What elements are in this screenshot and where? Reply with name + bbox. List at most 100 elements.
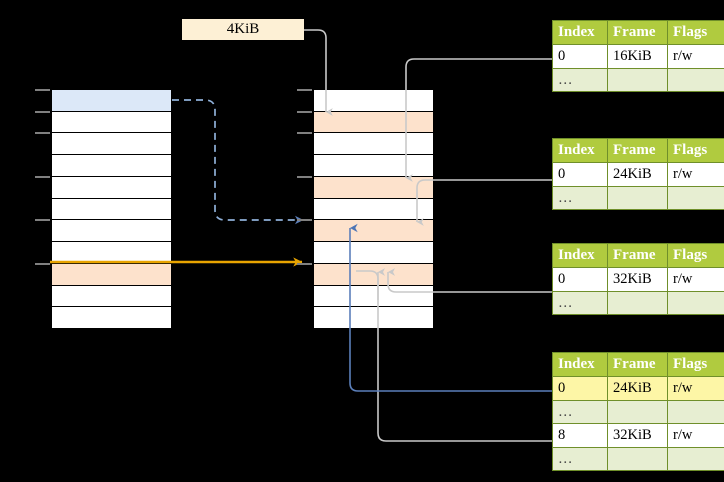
cell-index: …	[552, 290, 608, 315]
column-header-frame: Frame	[607, 243, 668, 268]
physical-row-row-7	[313, 219, 434, 243]
cell-frame: 32KiB	[607, 423, 668, 448]
virtual-row-row-2	[51, 110, 172, 134]
size-label-4kib: 4KiB	[182, 19, 304, 40]
cell-flags	[667, 185, 724, 210]
virtual-row-row-1	[51, 89, 172, 112]
cell-index: 0	[552, 162, 608, 187]
column-header-index: Index	[552, 243, 608, 268]
virtual-row-row-9	[51, 262, 172, 286]
physical-row-row-10	[313, 284, 434, 308]
virtual-tick-1	[35, 110, 50, 113]
physical-row-row-3	[313, 132, 434, 156]
physical-tick-4	[297, 175, 312, 178]
cell-flags	[667, 399, 724, 424]
physical-row-row-11	[313, 306, 434, 329]
physical-row-row-2	[313, 110, 434, 134]
column-header-frame: Frame	[607, 20, 668, 45]
column-header-index: Index	[552, 20, 608, 45]
table-row[interactable]: …	[552, 290, 724, 315]
virtual-row-row-8	[51, 241, 172, 264]
wire-table2-to-phys7	[416, 179, 552, 226]
column-header-flags: Flags	[667, 138, 724, 163]
cell-frame	[607, 399, 668, 424]
cell-index: 0	[552, 44, 608, 69]
cell-frame	[607, 67, 668, 92]
cell-frame: 32KiB	[607, 267, 668, 292]
cell-index: …	[552, 446, 608, 471]
cell-index: …	[552, 185, 608, 210]
physical-row-row-8	[313, 241, 434, 264]
cell-index: 0	[552, 376, 608, 401]
table-row[interactable]: …	[552, 399, 724, 424]
size-label-text: 4KiB	[226, 21, 260, 37]
virtual-tick-6	[35, 219, 50, 222]
cell-frame	[607, 185, 668, 210]
column-header-flags: Flags	[667, 243, 724, 268]
physical-row-row-6	[313, 197, 434, 221]
virtual-row-row-3	[51, 132, 172, 156]
virtual-row-row-5	[51, 175, 172, 199]
virtual-address-column	[51, 89, 172, 329]
physical-tick-8	[297, 262, 312, 265]
cell-frame: 16KiB	[607, 44, 668, 69]
cell-index: 0	[552, 267, 608, 292]
cell-frame: 24KiB	[607, 162, 668, 187]
virtual-row-row-7	[51, 219, 172, 243]
cell-index: 8	[552, 423, 608, 448]
physical-row-row-5	[313, 175, 434, 199]
physical-memory-column	[313, 89, 434, 329]
physical-tick-6	[297, 219, 312, 222]
physical-row-row-4	[313, 154, 434, 177]
virtual-tick-4	[35, 175, 50, 178]
virtual-row-row-4	[51, 154, 172, 177]
physical-tick-2	[297, 132, 312, 135]
cell-flags	[667, 67, 724, 92]
physical-tick-1	[297, 110, 312, 113]
physical-row-row-1	[313, 89, 434, 112]
column-header-index: Index	[552, 138, 608, 163]
virtual-tick-0	[35, 89, 50, 91]
cell-flags	[667, 290, 724, 315]
wire-virt1-to-phys7-dashed	[172, 99, 304, 225]
cell-flags: r/w	[667, 44, 724, 69]
cell-index: …	[552, 67, 608, 92]
cell-frame: 24KiB	[607, 376, 668, 401]
cell-flags	[667, 446, 724, 471]
table-row[interactable]: …	[552, 446, 724, 471]
column-header-frame: Frame	[607, 352, 668, 377]
virtual-tick-2	[35, 132, 50, 135]
physical-tick-0	[297, 89, 312, 91]
column-header-flags: Flags	[667, 20, 724, 45]
column-header-frame: Frame	[607, 138, 668, 163]
cell-flags: r/w	[667, 267, 724, 292]
cell-index: …	[552, 399, 608, 424]
column-header-index: Index	[552, 352, 608, 377]
physical-row-row-9	[313, 262, 434, 286]
cell-flags: r/w	[667, 376, 724, 401]
cell-frame	[607, 446, 668, 471]
cell-frame	[607, 290, 668, 315]
virtual-row-row-6	[51, 197, 172, 221]
cell-flags: r/w	[667, 162, 724, 187]
virtual-row-row-11	[51, 306, 172, 329]
table-row[interactable]: …	[552, 67, 724, 92]
cell-flags: r/w	[667, 423, 724, 448]
virtual-tick-8	[35, 262, 50, 265]
virtual-row-row-10	[51, 284, 172, 308]
table-row[interactable]: …	[552, 185, 724, 210]
